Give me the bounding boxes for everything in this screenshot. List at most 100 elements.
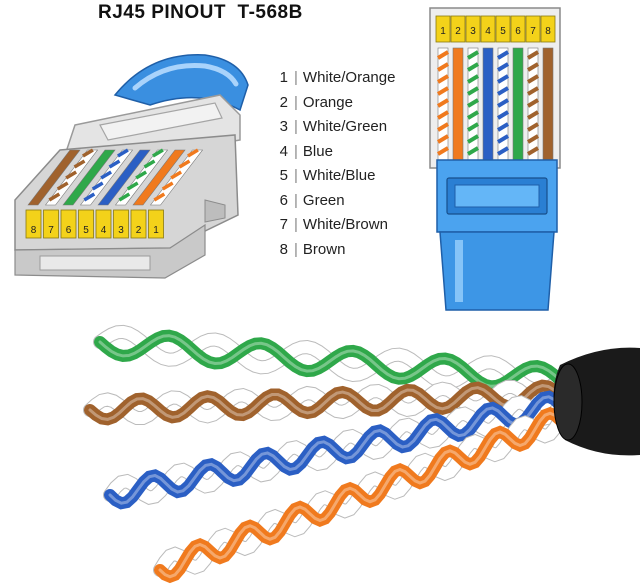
- pin-color-name: White/Brown: [302, 216, 388, 233]
- pin-number: 6: [279, 191, 288, 209]
- pin-number: 2: [279, 93, 288, 111]
- plug-base-slot: [39, 255, 151, 271]
- front-plug-strain-relief: [439, 231, 555, 311]
- perspective-contact-pin-7: 7: [43, 209, 59, 239]
- front-contact-pin-7: 7: [525, 15, 541, 43]
- front-contact-label: 4: [485, 26, 491, 37]
- pin-color-name: Brown: [302, 240, 346, 258]
- plug-side-clip: [204, 199, 226, 223]
- pin-legend-item: 3|White/Green: [276, 115, 395, 140]
- perspective-contact-pin-5: 5: [78, 209, 94, 239]
- twisted-pair-brown: [83, 379, 567, 426]
- perspective-contact-pin-2: 2: [130, 209, 147, 239]
- pin-legend-item: 6 |Green: [276, 189, 395, 214]
- pin-number: 5: [279, 167, 288, 184]
- perspective-wire-pin-5: [79, 148, 134, 206]
- perspective-contact-label: 6: [66, 225, 72, 236]
- perspective-contact-label: 1: [153, 225, 159, 236]
- pin-separator: |: [294, 216, 298, 233]
- pin-color-name: Green: [302, 191, 345, 209]
- pin-color-name: Blue: [302, 142, 333, 160]
- pin-separator: |: [294, 142, 298, 160]
- pin-color-name: White/Orange: [302, 69, 396, 86]
- pin-separator: |: [294, 69, 298, 86]
- pin-number: 4: [279, 142, 288, 160]
- pin-legend-item: 1 |White/Orange: [276, 66, 396, 91]
- plug-boot-shine: [132, 62, 239, 91]
- pin-number: 8: [279, 240, 288, 258]
- front-wire-pin-1: [436, 47, 450, 161]
- pin-legend-item: 4 |Blue: [276, 140, 395, 165]
- front-wire-pin-2: [452, 47, 464, 161]
- front-wire-pin-3: [466, 47, 480, 161]
- pin-number: 1: [279, 69, 288, 86]
- perspective-contact-label: 2: [136, 225, 142, 236]
- front-contact-pin-3: 3: [465, 15, 481, 43]
- perspective-contact-label: 3: [118, 225, 124, 236]
- pin-legend-item: 8 |Brown: [276, 238, 395, 263]
- pin-color-name: White/Blue: [302, 167, 376, 184]
- front-contact-label: 7: [530, 26, 536, 37]
- perspective-wire-pin-4: [97, 149, 151, 206]
- solid-color-wire: [104, 390, 566, 510]
- front-contact-label: 5: [500, 26, 506, 37]
- front-contact-label: 6: [515, 26, 521, 37]
- front-plug-latch-window: [454, 184, 540, 208]
- solid-color-wire: [84, 379, 566, 426]
- perspective-contact-pin-1: 1: [148, 209, 164, 239]
- front-contact-pin-1: 1: [435, 15, 451, 43]
- solid-color-wire: [154, 406, 566, 584]
- front-contact-pin-2: 2: [450, 15, 466, 43]
- perspective-contact-pin-4: 4: [95, 209, 112, 239]
- perspective-contact-label: 5: [83, 225, 89, 236]
- twisted-pair-green: [93, 324, 567, 398]
- pin-legend-item: 5 |White/Blue: [276, 164, 395, 189]
- front-contact-label: 1: [440, 26, 446, 37]
- perspective-contact-label: 8: [31, 225, 37, 236]
- perspective-contact-label: 7: [48, 225, 54, 236]
- twisted-pair-blue: [103, 390, 567, 510]
- perspective-wire-pin-1: [149, 148, 204, 206]
- pin-legend-item: 7 |White/Brown: [276, 213, 395, 238]
- front-wire-pin-7: [526, 47, 540, 161]
- perspective-wire-pin-6: [62, 149, 116, 206]
- front-plug-strain-shine: [455, 240, 463, 302]
- pin-separator: |: [294, 240, 298, 258]
- perspective-wire-pin-7: [44, 148, 99, 206]
- pin-color-name: White/Green: [302, 118, 388, 135]
- diagram-title: RJ45 PINOUT T-568B: [98, 2, 303, 23]
- pin-separator: |: [294, 93, 298, 111]
- front-wire-pin-8: [542, 47, 554, 161]
- twisted-pair-orange: [153, 406, 567, 584]
- front-contact-label: 2: [455, 26, 461, 37]
- perspective-contact-label: 4: [101, 225, 107, 236]
- plug-latch: [99, 102, 223, 141]
- twisted-pair-cable: [83, 324, 640, 584]
- cable-jacket-end: [553, 363, 583, 441]
- front-wire-pin-6: [512, 47, 524, 161]
- pin-separator: |: [294, 167, 298, 184]
- front-contact-pin-5: 5: [495, 15, 511, 43]
- front-contact-pin-6: 6: [510, 15, 526, 43]
- plug-boot: [113, 54, 249, 112]
- front-contact-pin-4: 4: [480, 15, 496, 43]
- pin-legend-item: 2 |Orange: [276, 91, 395, 116]
- perspective-wire-pin-3: [114, 148, 169, 206]
- perspective-contact-pin-8: 8: [25, 209, 42, 239]
- front-wire-pin-5: [496, 47, 510, 161]
- front-wire-pin-4: [482, 47, 494, 161]
- perspective-wire-pin-2: [132, 149, 186, 206]
- pin-color-name: Orange: [302, 93, 353, 111]
- pin-number: 7: [279, 216, 288, 233]
- perspective-contact-pin-6: 6: [60, 209, 77, 239]
- pin-number: 3: [279, 118, 288, 135]
- front-contact-label: 8: [545, 26, 551, 37]
- front-contact-pin-8: 8: [540, 15, 556, 43]
- perspective-contact-pin-3: 3: [113, 209, 129, 239]
- front-contact-label: 3: [470, 26, 476, 37]
- pin-separator: |: [294, 191, 298, 209]
